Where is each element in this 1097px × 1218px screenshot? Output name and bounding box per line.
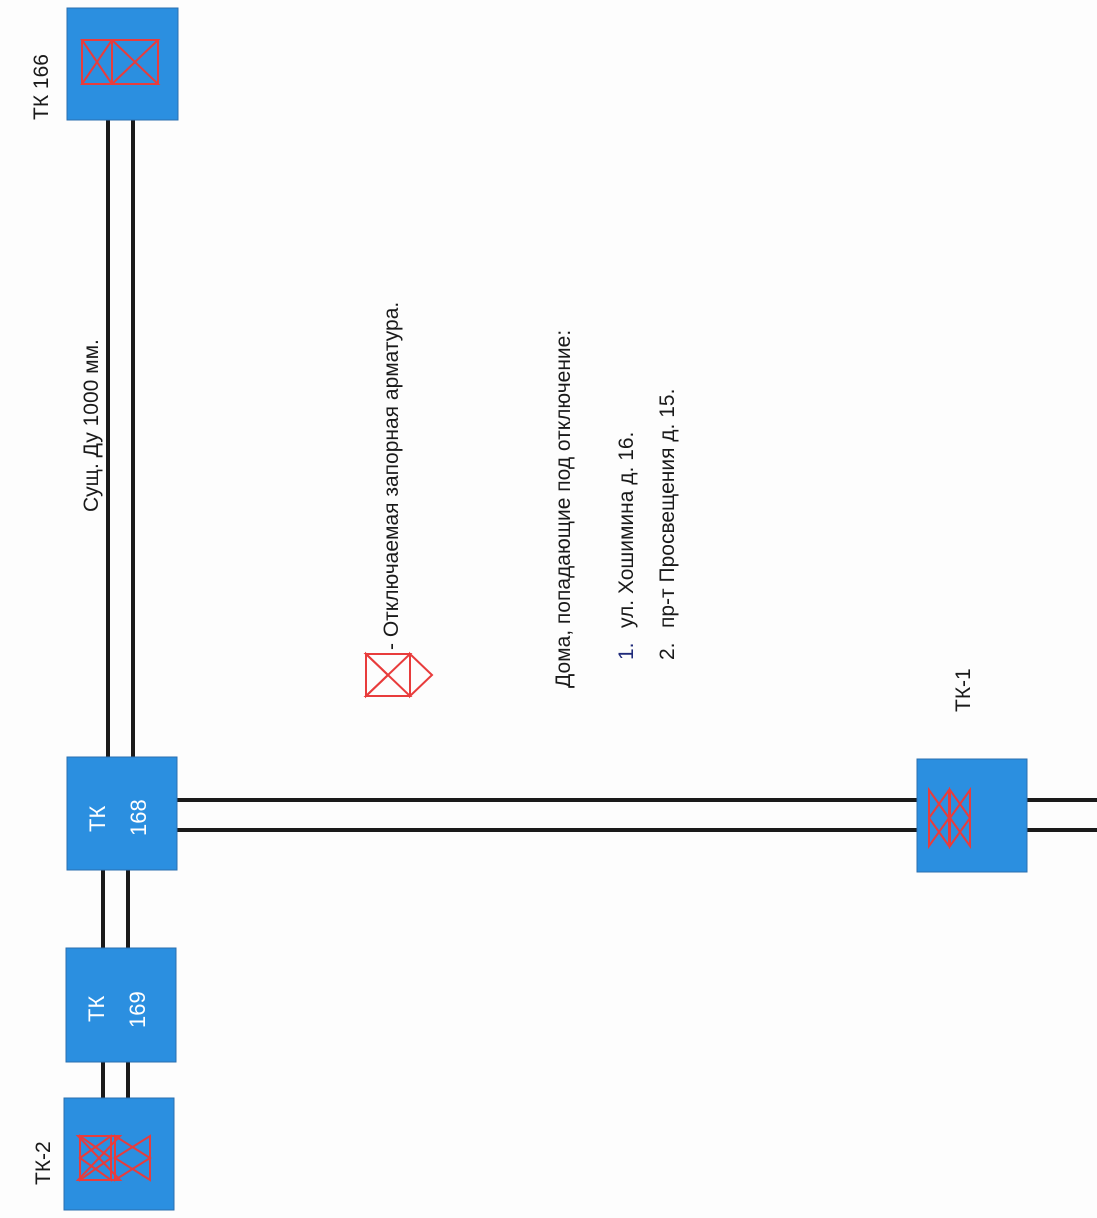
node-tk1 (916, 758, 1028, 873)
label-tk1: ТК-1 (952, 668, 975, 712)
label-tk169-line2: 169 (125, 991, 150, 1028)
label-tk169-line1: ТК (84, 996, 109, 1022)
shutoff-valve-icon (80, 39, 161, 85)
legend-valve-text: - Отключаемая запорная арматура. (380, 302, 403, 650)
houses-title: Дома, попадающие под отключение: (552, 330, 575, 688)
list-item-number: 1. (615, 642, 638, 660)
label-tk2: ТК-2 (32, 1141, 55, 1185)
list-item-number: 2. (656, 642, 679, 660)
shutoff-valve-icon (927, 786, 972, 850)
pipe-tk166-tk168 (106, 120, 135, 757)
node-tk166 (66, 7, 179, 121)
legend: - Отключаемая запорная арматура. (363, 302, 434, 699)
node-tk169: ТК 169 (65, 947, 177, 1063)
label-tk168-line2: 168 (126, 799, 151, 836)
node-tk2 (63, 1097, 175, 1211)
houses-list: Дома, попадающие под отключение: 1. ул. … (552, 330, 679, 688)
node-tk168: ТК 168 (66, 756, 178, 871)
list-item-text: ул. Хошимина д. 16. (615, 432, 638, 628)
shutoff-valve-icon (75, 1134, 152, 1182)
pipe-label: Сущ. Ду 1000 мм. (80, 339, 103, 512)
shutoff-valve-icon (363, 651, 434, 699)
label-tk166: ТК 166 (30, 54, 53, 120)
pipe-tk169-tk2 (101, 1062, 130, 1098)
list-item-text: пр-т Просвещения д. 15. (656, 389, 679, 628)
label-tk168-line1: ТК (85, 806, 110, 832)
pipe-tk168-tk169 (101, 870, 130, 948)
